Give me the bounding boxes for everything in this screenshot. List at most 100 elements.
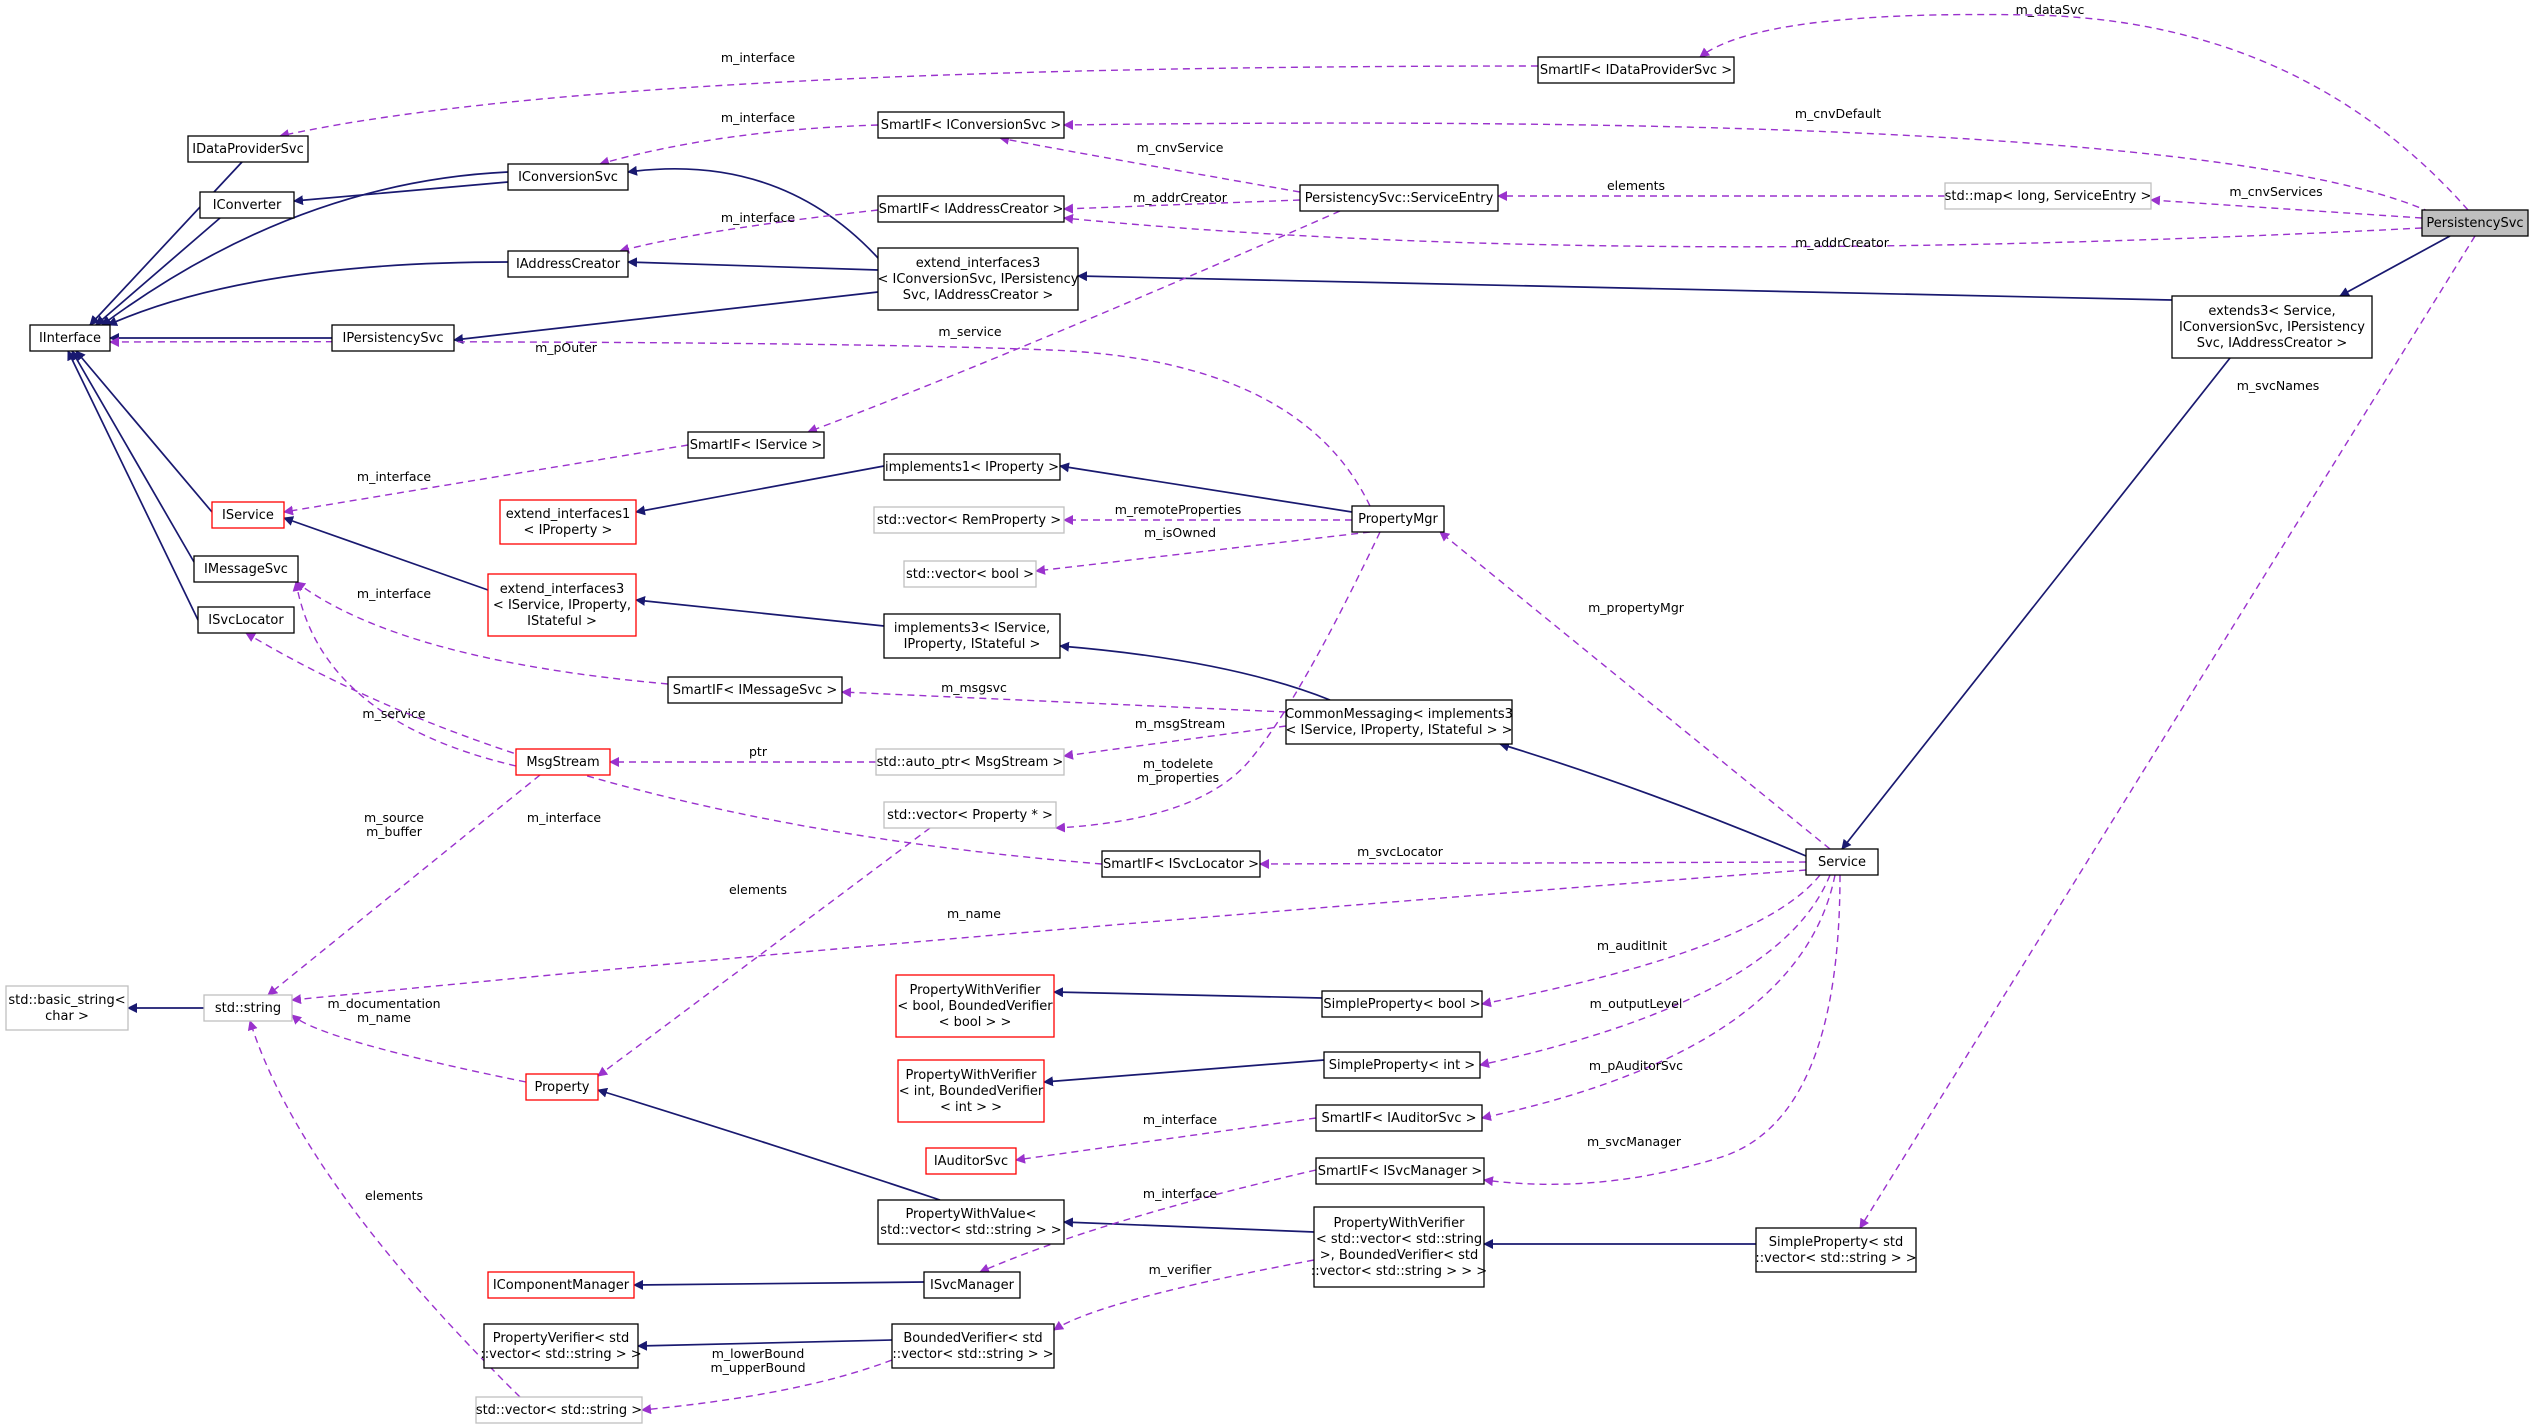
class-node-label: implements3< IService, xyxy=(894,621,1050,636)
class-node-map-serviceentry[interactable]: std::map< long, ServiceEntry > xyxy=(1944,182,2152,210)
class-node-iconverter[interactable]: IConverter xyxy=(199,191,295,219)
class-node-smartif-iconversionsvc[interactable]: SmartIF< IConversionSvc > xyxy=(877,111,1065,139)
class-node-simpleproperty-vecstr[interactable]: SimpleProperty< std::vector< std::string… xyxy=(1755,1227,1917,1273)
edge-line xyxy=(292,581,517,767)
class-node-persistencysvc[interactable]: PersistencySvc xyxy=(2421,209,2529,237)
class-node-extend-interfaces1[interactable]: extend_interfaces1< IProperty > xyxy=(499,499,637,545)
class-node-propertywithvalue[interactable]: PropertyWithValue<std::vector< std::stri… xyxy=(877,1199,1065,1245)
class-node-vector-property-ptr[interactable]: std::vector< Property * > xyxy=(883,801,1057,829)
class-node-iauditorsvc[interactable]: IAuditorSvc xyxy=(925,1147,1017,1175)
class-node-propertymgr[interactable]: PropertyMgr xyxy=(1351,505,1445,533)
class-node-smartif-isvcmanager[interactable]: SmartIF< ISvcManager > xyxy=(1315,1157,1485,1185)
class-node-label: SmartIF< IAddressCreator > xyxy=(879,202,1064,217)
usage-edge-commonmessaging-to-smartif-imessagesvc: m_msgsvc xyxy=(841,680,1287,713)
class-node-smartif-isvclocator[interactable]: SmartIF< ISvcLocator > xyxy=(1101,850,1261,878)
class-node-smartif-imessagesvc[interactable]: SmartIF< IMessageSvc > xyxy=(667,676,843,704)
class-node-iconversionsvc[interactable]: IConversionSvc xyxy=(507,163,629,191)
edge-label: m_verifier xyxy=(1149,1262,1213,1277)
class-node-iaddresscreator[interactable]: IAddressCreator xyxy=(507,250,629,278)
edge-line xyxy=(107,261,509,326)
class-node-box xyxy=(193,555,299,583)
class-node-box xyxy=(667,676,843,704)
usage-edge-propertymgr-to-iinterface: m_pOuter xyxy=(109,336,1371,507)
class-node-label: SmartIF< IAuditorSvc > xyxy=(1321,1111,1476,1126)
class-node-vector-string[interactable]: std::vector< std::string > xyxy=(475,1396,643,1424)
edge-label: m_interface xyxy=(1143,1112,1217,1127)
class-node-label: >, BoundedVerifier< std xyxy=(1320,1248,1479,1263)
class-node-idataprovidersvc[interactable]: IDataProviderSvc xyxy=(187,135,309,163)
class-node-extends3[interactable]: extends3< Service,IConversionSvc, IPersi… xyxy=(2171,295,2373,359)
edge-line xyxy=(67,350,199,621)
class-node-vector-remproperty[interactable]: std::vector< RemProperty > xyxy=(873,506,1065,534)
edge-line xyxy=(807,210,1341,434)
class-node-imessagesvc[interactable]: IMessageSvc xyxy=(193,555,299,583)
edge-line xyxy=(1055,531,1381,833)
class-node-service[interactable]: Service xyxy=(1805,848,1879,876)
edge-label: m_documentation xyxy=(327,996,440,1011)
class-node-simpleproperty-bool[interactable]: SimpleProperty< bool > xyxy=(1321,990,1483,1018)
class-node-vector-bool[interactable]: std::vector< bool > xyxy=(903,560,1037,588)
class-node-extend-interfaces3-conv[interactable]: extend_interfaces3< IConversionSvc, IPer… xyxy=(877,247,1079,311)
class-node-msgstream[interactable]: MsgStream xyxy=(515,748,611,776)
class-node-commonmessaging[interactable]: CommonMessaging< implements3< IService, … xyxy=(1285,699,1513,745)
class-node-smartif-iaddresscreator[interactable]: SmartIF< IAddressCreator > xyxy=(877,195,1065,223)
inheritance-edge-propertywithvalue-to-property xyxy=(597,1087,941,1201)
edge-line xyxy=(1063,725,1287,760)
usage-edge-service-to-simpleproperty-int: m_outputLevel xyxy=(1479,874,1831,1068)
class-node-label: ISvcManager xyxy=(930,1278,1015,1293)
inheritance-edge-boundedverifier-to-propertyverifier xyxy=(637,1339,893,1351)
class-node-basic-string[interactable]: std::basic_string<char > xyxy=(5,985,129,1031)
edge-line xyxy=(1035,531,1371,575)
class-node-serviceentry[interactable]: PersistencySvc::ServiceEntry xyxy=(1299,184,1499,212)
edge-line xyxy=(1699,13,2469,211)
class-node-auto-ptr-msgstream[interactable]: std::auto_ptr< MsgStream > xyxy=(875,748,1065,776)
edge-label: m_source xyxy=(364,810,424,825)
usage-edge-smartif-iauditorsvc-to-iauditorsvc: m_interface xyxy=(1015,1112,1317,1164)
edge-label: ptr xyxy=(749,744,768,759)
class-node-extend-interfaces3-svc[interactable]: extend_interfaces3< IService, IProperty,… xyxy=(487,573,637,637)
inheritance-edge-idataprovidersvc-to-iinterface xyxy=(89,161,243,326)
class-node-label: IConversionSvc xyxy=(518,170,618,185)
class-node-box xyxy=(877,247,1079,311)
class-node-label: extend_interfaces1 xyxy=(506,507,631,522)
class-node-label: SmartIF< ISvcLocator > xyxy=(1103,857,1259,872)
inheritance-edge-iconverter-to-iinterface xyxy=(95,217,221,326)
class-node-ipersistencysvc[interactable]: IPersistencySvc xyxy=(331,324,455,352)
edge-line xyxy=(291,1014,527,1083)
edge-line xyxy=(283,444,689,516)
class-node-smartif-iservice[interactable]: SmartIF< IService > xyxy=(687,431,825,459)
inheritance-edge-iconversionsvc-to-iinterface xyxy=(101,171,509,326)
class-node-label: IConversionSvc, IPersistency xyxy=(2179,320,2365,335)
class-node-smartif-iauditorsvc[interactable]: SmartIF< IAuditorSvc > xyxy=(1315,1104,1483,1132)
class-node-pwv-vecstr[interactable]: PropertyWithVerifier< std::vector< std::… xyxy=(1311,1206,1487,1288)
edge-line xyxy=(295,581,669,685)
class-node-box xyxy=(923,1271,1021,1299)
class-node-pwv-int[interactable]: PropertyWithVerifier< int, BoundedVerifi… xyxy=(897,1059,1045,1123)
class-node-simpleproperty-int[interactable]: SimpleProperty< int > xyxy=(1323,1051,1481,1079)
class-node-isvcmanager[interactable]: ISvcManager xyxy=(923,1271,1021,1299)
class-node-pwv-bool[interactable]: PropertyWithVerifier< bool, BoundedVerif… xyxy=(895,974,1055,1038)
edge-line xyxy=(637,1339,893,1351)
edge-line xyxy=(1063,213,2423,248)
class-node-implements3[interactable]: implements3< IService,IProperty, IStatef… xyxy=(883,613,1061,659)
usage-edge-service-to-smartif-iauditorsvc: m_pAuditorSvc xyxy=(1481,874,1836,1122)
class-node-isvclocator[interactable]: ISvcLocator xyxy=(197,606,295,634)
class-node-label: char > xyxy=(45,1009,89,1024)
edge-line xyxy=(1259,858,1807,869)
inheritance-edge-implements3-to-extend-interfaces3-svc xyxy=(635,595,885,627)
class-node-iservice[interactable]: IService xyxy=(211,501,285,529)
class-node-iinterface[interactable]: IInterface xyxy=(29,324,111,352)
edge-label: m_remoteProperties xyxy=(1115,502,1242,517)
class-node-label: ::vector< std::string > > xyxy=(480,1347,641,1362)
class-node-boundedverifier[interactable]: BoundedVerifier< std::vector< std::strin… xyxy=(891,1323,1055,1369)
class-node-box xyxy=(1285,699,1513,745)
class-node-property[interactable]: Property xyxy=(525,1073,599,1101)
class-node-std-string[interactable]: std::string xyxy=(203,994,293,1022)
class-node-box xyxy=(1101,850,1261,878)
class-node-propertyverifier[interactable]: PropertyVerifier< std::vector< std::stri… xyxy=(480,1323,642,1369)
class-node-smartif-idataprovidersvc[interactable]: SmartIF< IDataProviderSvc > xyxy=(1537,56,1735,84)
edge-line xyxy=(1859,235,2476,1229)
class-node-implements1[interactable]: implements1< IProperty > xyxy=(883,453,1061,481)
class-node-icomponentmanager[interactable]: IComponentManager xyxy=(487,1271,635,1299)
